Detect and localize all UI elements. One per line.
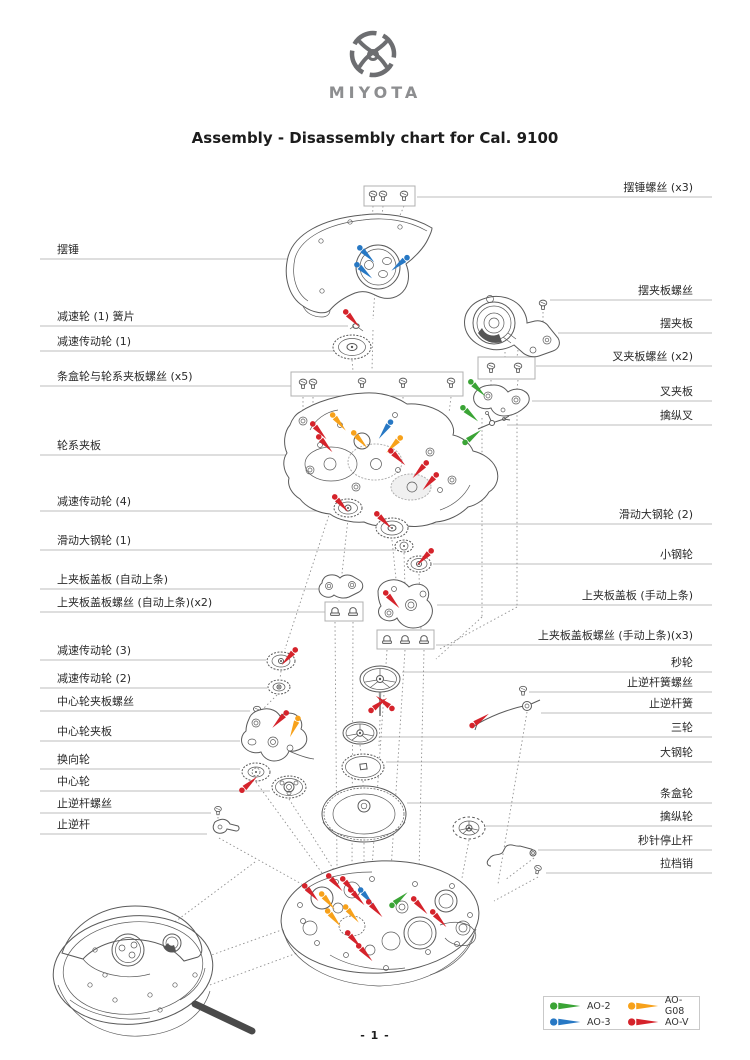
label-balance-bridge-screw: 摆夹板螺丝	[638, 284, 693, 297]
sliding-ratchet-wheel-2	[375, 517, 409, 539]
reduction-transmission-wheel-2	[267, 679, 291, 695]
small-ratchet-wheel	[406, 555, 432, 573]
center-wheel-bridge	[241, 708, 315, 762]
label-setting-lever-pin: 拉档销	[660, 857, 693, 870]
click-spring-screw	[519, 685, 527, 696]
pallet-bridge-screws-box	[477, 356, 536, 380]
legend-item-ao3: AO-3	[550, 1017, 628, 1028]
label-balance-bridge: 摆夹板	[660, 317, 693, 330]
pallet-fork	[477, 411, 511, 430]
label-barrel-and-train-bridge-screws: 条盒轮与轮系夹板螺丝 (x5)	[57, 370, 193, 383]
label-reduction-transmission-wheel-2: 减速传动轮 (2)	[57, 672, 132, 685]
legend-item-ao2: AO-2	[550, 1001, 628, 1012]
lubricant-legend: AO-2 AO-G08 AO-3 AO-V	[543, 995, 702, 1030]
page-number: - 1 -	[360, 1029, 390, 1042]
ao-v-arrow-icon	[628, 1018, 659, 1026]
label-pallet-bridge-screws: 叉夹板螺丝 (x2)	[612, 350, 693, 363]
label-upper-bridge-cover-screws-manual: 上夹板盖板螺丝 (手动上条)(x3)	[537, 629, 693, 642]
legend-item-aog08: AO-G08	[628, 995, 702, 1017]
upper-bridge-cover-manual	[377, 579, 433, 629]
cover-screws-auto-box	[324, 601, 364, 622]
balance-bridge	[464, 295, 560, 358]
label-small-ratchet-wheel: 小钢轮	[660, 548, 693, 561]
label-sliding-ratchet-wheel-1: 滑动大钢轮 (1)	[57, 534, 132, 547]
miyota-logo-icon	[349, 30, 397, 78]
legend-item-aov: AO-V	[628, 1017, 702, 1028]
label-upper-bridge-cover-screws-auto: 上夹板盖板螺丝 (自动上条)(x2)	[57, 596, 213, 609]
label-second-stop-lever: 秒针停止杆	[638, 834, 693, 847]
label-reversing-wheel: 换向轮	[57, 753, 90, 766]
label-train-wheel-bridge: 轮系夹板	[57, 439, 101, 452]
pallet-bridge	[473, 384, 530, 417]
label-escape-wheel: 擒纵轮	[660, 810, 693, 823]
assembled-movement	[52, 905, 256, 1037]
reduction-transmission-wheel-1	[332, 334, 372, 360]
ao-3-arrow-icon	[550, 1018, 581, 1026]
label-pallet-bridge: 叉夹板	[660, 385, 693, 398]
ao-2-arrow-icon	[550, 1002, 581, 1010]
label-weight-screws: 摆锤螺丝 (x3)	[623, 181, 693, 194]
sliding-ratchet-wheel-1	[394, 539, 414, 553]
setting-lever-pin	[533, 864, 543, 875]
label-click-spring: 止逆杆簧	[649, 697, 693, 710]
label-oscillating-weight: 摆锤	[57, 243, 79, 256]
reversing-wheel	[241, 762, 271, 782]
legend-code: AO-V	[665, 1016, 689, 1028]
label-third-wheel: 三轮	[671, 721, 693, 734]
label-center-wheel-bridge: 中心轮夹板	[57, 725, 112, 738]
label-upper-bridge-cover-auto: 上夹板盖板 (自动上条)	[57, 573, 169, 586]
center-wheel	[271, 775, 307, 799]
label-reduction-transmission-wheel-3: 减速传动轮 (3)	[57, 644, 132, 657]
brand-name: MIYOTA	[328, 83, 422, 102]
label-reduction-wheel-1-spring: 减速轮 (1) 簧片	[57, 310, 135, 323]
label-upper-bridge-cover-manual: 上夹板盖板 (手动上条)	[581, 589, 693, 602]
click-lever	[212, 818, 240, 834]
third-wheel	[342, 721, 378, 745]
label-click-screw: 止逆杆螺丝	[57, 797, 112, 810]
ratchet-wheel	[341, 753, 385, 781]
label-barrel-wheel: 条盒轮	[660, 787, 693, 800]
label-reduction-transmission-wheel-4: 减速传动轮 (4)	[57, 495, 132, 508]
label-click-spring-screw: 止逆杆簧螺丝	[627, 676, 693, 689]
winding-stem	[191, 1000, 256, 1035]
label-pallet-fork: 擒纵叉	[660, 409, 693, 422]
seconds-wheel	[359, 665, 401, 717]
label-ratchet-wheel: 大钢轮	[660, 746, 693, 759]
label-sliding-ratchet-wheel-2: 滑动大钢轮 (2)	[618, 508, 693, 521]
legend-code: AO-3	[587, 1016, 611, 1028]
second-stop-lever	[486, 844, 537, 867]
label-center-wheel-bridge-screw: 中心轮夹板螺丝	[57, 695, 134, 708]
label-seconds-wheel: 秒轮	[671, 656, 693, 669]
upper-bridge-cover-auto	[318, 574, 364, 599]
click-screw	[214, 806, 222, 816]
leader-lines	[40, 196, 712, 874]
barrel-wheel	[321, 785, 407, 843]
train-wheel-bridge	[283, 392, 499, 527]
escape-wheel	[452, 816, 486, 840]
main-plate	[280, 860, 480, 987]
legend-code: AO-G08	[664, 995, 685, 1017]
legend-code: AO-2	[587, 1000, 611, 1012]
ao-g08-arrow-icon	[628, 1002, 659, 1010]
weight-screws-box	[363, 185, 416, 207]
balance-bridge-screw	[538, 299, 548, 310]
page-title: Assembly - Disassembly chart for Cal. 91…	[191, 129, 559, 147]
label-reduction-transmission-wheel-1: 减速传动轮 (1)	[57, 335, 132, 348]
label-center-wheel: 中心轮	[57, 775, 90, 788]
click-spring	[471, 699, 541, 731]
cover-screws-manual-box	[376, 629, 435, 650]
barrel-train-bridge-screws-box	[290, 371, 464, 397]
label-click: 止逆杆	[57, 818, 90, 831]
